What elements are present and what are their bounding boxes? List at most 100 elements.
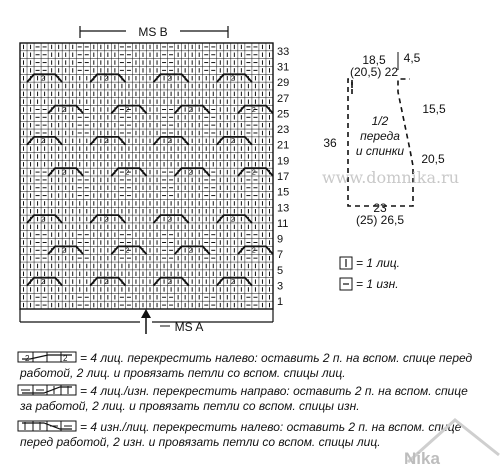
cable-cross-mark bbox=[173, 104, 211, 115]
cable-cross-mark bbox=[110, 104, 148, 115]
row-number: 27 bbox=[277, 93, 289, 105]
cable-count-label: 2 bbox=[168, 138, 172, 145]
bottom-width-label: 23 bbox=[373, 201, 387, 215]
cable-count-label: 2 bbox=[189, 248, 193, 255]
cable-cross-mark bbox=[216, 135, 253, 146]
cable-count-label: 2 bbox=[252, 170, 256, 177]
purl-legend-label: = 1 изн. bbox=[356, 277, 399, 291]
row-number: 9 bbox=[277, 234, 283, 246]
note-cable-purl-line1: = 4 изн./лиц. перекрестить налево: остав… bbox=[80, 420, 462, 434]
cable-cross-mark bbox=[26, 73, 63, 83]
cable-count-label: 2 bbox=[104, 216, 108, 223]
ms-a-marker: MS A bbox=[141, 309, 203, 334]
cable-cross-mark bbox=[152, 214, 190, 224]
cable-count-label: 2 bbox=[231, 138, 235, 145]
cable-count-label: 2 bbox=[168, 279, 172, 286]
row-number: 1 bbox=[277, 296, 283, 308]
cable-count-label: 2 bbox=[231, 216, 235, 223]
cable-cross-mark bbox=[152, 276, 190, 287]
cable-count-label: 2 bbox=[104, 279, 108, 286]
cable-count-label: 2 bbox=[125, 170, 129, 177]
cable-count-label: 2 bbox=[168, 216, 172, 223]
row-number: 13 bbox=[277, 202, 289, 214]
row-number: 3 bbox=[277, 281, 283, 293]
cable-count-label: 2 bbox=[168, 76, 172, 83]
knit-legend-label: = 1 лиц. bbox=[356, 256, 400, 270]
cable-count-label: 2 bbox=[189, 107, 193, 114]
side-height-label: 20,5 bbox=[421, 152, 445, 166]
cable-cross-mark bbox=[152, 135, 190, 146]
cable-count-label: 2 bbox=[41, 138, 45, 145]
watermark: www.domnika.ru bbox=[322, 168, 459, 187]
cable-cross-mark bbox=[173, 167, 211, 177]
row-number: 19 bbox=[277, 155, 289, 167]
cable-cross-mark bbox=[237, 167, 274, 177]
row-number: 11 bbox=[277, 218, 288, 230]
cable-count-label: 2 bbox=[125, 248, 129, 255]
top-width-alt-label: (20,5) 22 bbox=[350, 65, 398, 79]
armhole-label: 15,5 bbox=[422, 102, 446, 116]
bottom-width-alt-label: (25) 26,5 bbox=[356, 213, 404, 227]
row-number: 33 bbox=[277, 46, 289, 58]
ms-b-bracket: MS B bbox=[79, 25, 229, 39]
note-cable-purl-line2: перед работой, 2 изн. и провязать петли … bbox=[20, 435, 381, 449]
cable-cross-mark bbox=[47, 167, 84, 177]
row-number: 17 bbox=[277, 171, 289, 183]
note-cable-left-line1: = 4 лиц. перекрестить налево: оставить 2… bbox=[80, 351, 473, 365]
cable-count-label: 2 bbox=[252, 248, 256, 255]
svg-text:2: 2 bbox=[25, 354, 30, 363]
cable-count-label: 2 bbox=[125, 107, 129, 114]
cable-cross-mark bbox=[47, 245, 84, 255]
svg-text:2: 2 bbox=[63, 354, 68, 363]
cable-cross-mark bbox=[110, 167, 148, 177]
cable-left-knit-icon: 2 2 bbox=[17, 351, 77, 363]
cable-count-label: 2 bbox=[41, 279, 45, 286]
row-number: 25 bbox=[277, 108, 289, 120]
piece-label-line3: и спинки bbox=[356, 144, 405, 158]
row-number: 31 bbox=[277, 61, 289, 73]
cable-cross-mark bbox=[216, 73, 253, 83]
cable-cross-mark bbox=[89, 135, 127, 146]
piece-label-line2: переда bbox=[360, 129, 400, 143]
note-cable-left-line2: работой, 2 лиц. и провязать петли со всп… bbox=[19, 366, 346, 380]
cable-cross-mark bbox=[152, 73, 190, 83]
cable-cross-mark bbox=[26, 214, 63, 224]
cable-cross-mark bbox=[89, 73, 127, 83]
nika-logo: Nika bbox=[404, 418, 500, 468]
cable-cross-mark bbox=[173, 245, 211, 255]
cable-cross-mark bbox=[216, 214, 253, 224]
row-number: 5 bbox=[277, 265, 283, 277]
row-number: 15 bbox=[277, 187, 289, 199]
shoulder-label: 4,5 bbox=[404, 51, 421, 65]
cable-count-label: 2 bbox=[231, 279, 235, 286]
cable-count-label: 2 bbox=[41, 76, 45, 83]
row-number: 7 bbox=[277, 249, 283, 261]
cable-count-label: 2 bbox=[62, 248, 66, 255]
cable-cross-mark bbox=[89, 214, 127, 224]
row-number: 29 bbox=[277, 77, 289, 89]
row-number: 21 bbox=[277, 140, 289, 152]
svg-text:Nika: Nika bbox=[404, 449, 440, 468]
note-cable-right-line2: за работой, 2 лиц. и провязать петли со … bbox=[19, 399, 360, 413]
cable-count-label: 2 bbox=[41, 216, 45, 223]
garment-schematic: 18,5 (20,5) 22 4,5 15,5 20,5 36 23 (25) … bbox=[323, 51, 446, 227]
cable-cross-mark bbox=[237, 245, 274, 255]
cable-cross-mark bbox=[26, 135, 63, 146]
cable-left-purl-knit-icon bbox=[17, 420, 77, 432]
cable-cross-mark bbox=[47, 104, 84, 115]
cable-count-label: 2 bbox=[189, 170, 193, 177]
cable-cross-mark bbox=[237, 104, 274, 115]
top-width-label: 18,5 bbox=[362, 53, 386, 67]
cable-count-label: 2 bbox=[231, 76, 235, 83]
cable-count-label: 2 bbox=[252, 107, 256, 114]
stitch-key: = 1 лиц. = 1 изн. bbox=[339, 256, 400, 291]
cable-cross-mark bbox=[89, 276, 127, 287]
cable-cross-mark bbox=[26, 276, 63, 287]
cable-count-label: 2 bbox=[62, 107, 66, 114]
cable-cross-mark bbox=[110, 245, 148, 255]
cable-count-label: 2 bbox=[104, 76, 108, 83]
cable-count-label: 2 bbox=[104, 138, 108, 145]
